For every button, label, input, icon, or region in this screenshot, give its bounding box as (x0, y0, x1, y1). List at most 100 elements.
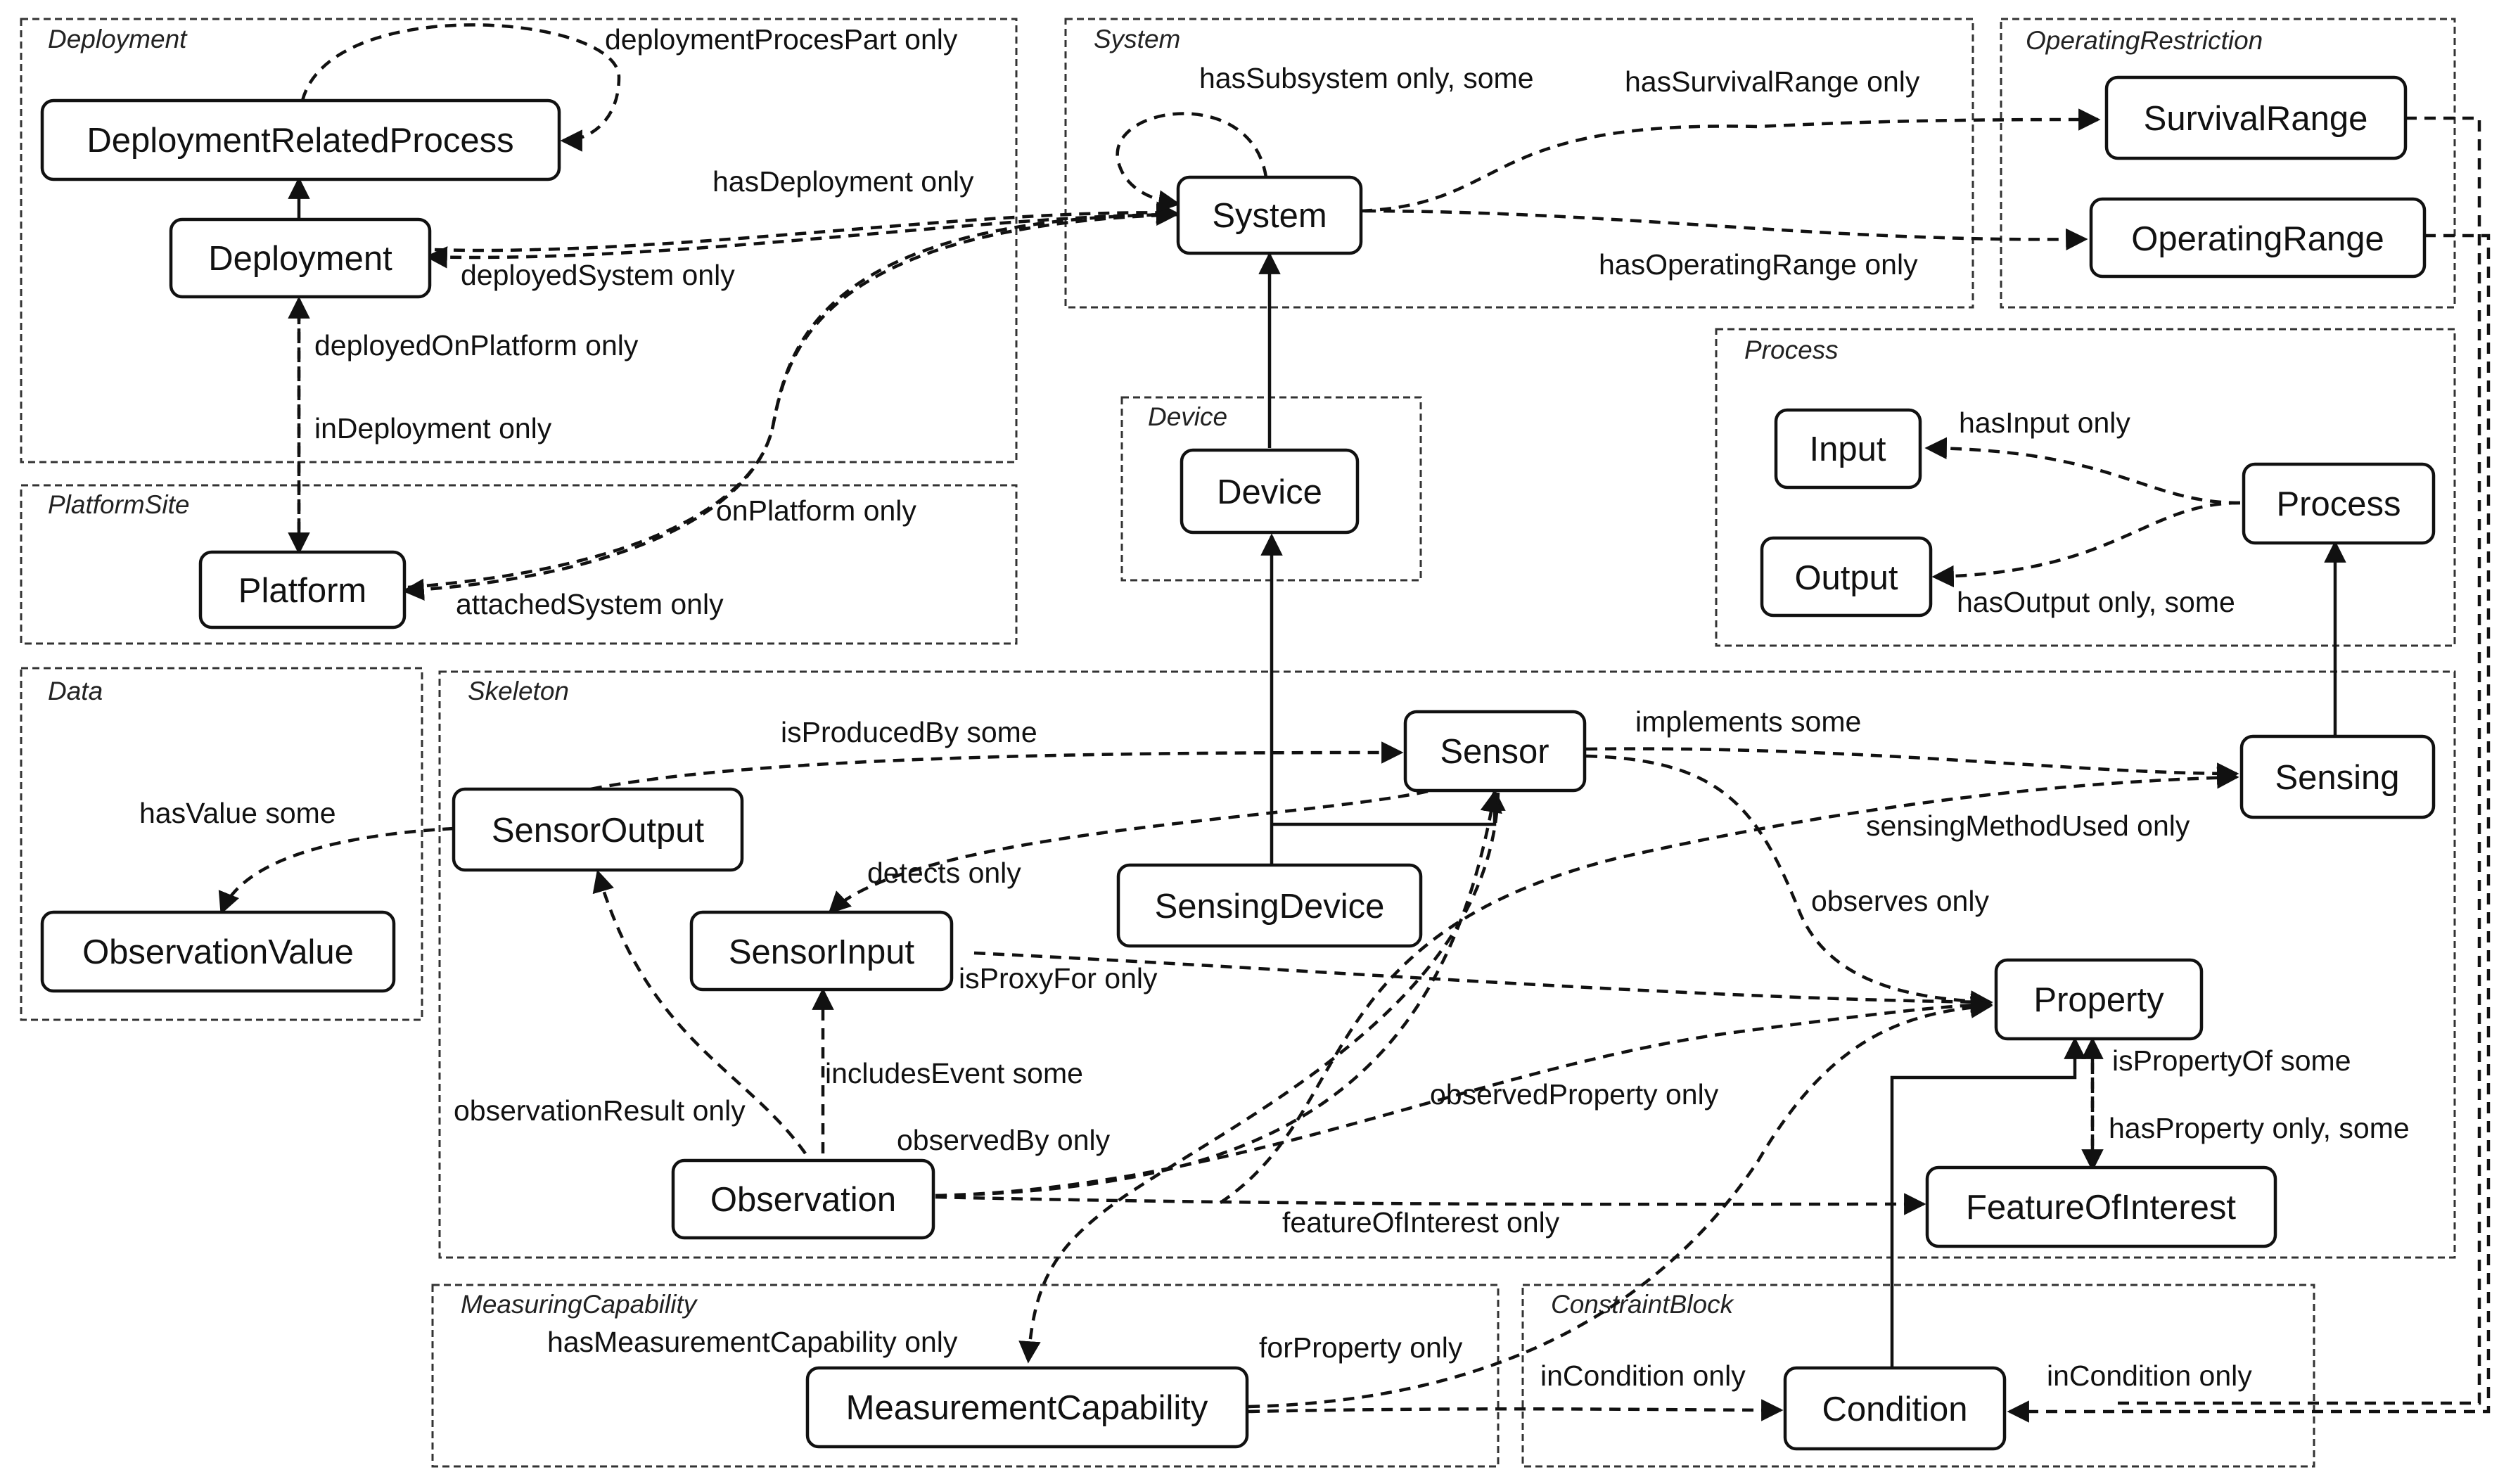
node-survival-range: SurvivalRange (2104, 75, 2408, 160)
node-system: System (1176, 175, 1363, 255)
node-label: FeatureOfInterest (1966, 1189, 2236, 1227)
node-deployment: Deployment (169, 217, 432, 299)
node-platform: Platform (198, 550, 407, 629)
module-title-process: Process (1744, 335, 1839, 364)
node-label: ObservationValue (82, 933, 354, 971)
class-nodes: DeploymentRelatedProcess Deployment Plat… (40, 75, 2436, 1451)
label-observed-by: observedBy only (897, 1124, 1111, 1156)
node-observation: Observation (671, 1158, 935, 1240)
edge-deployment-proces-part (300, 23, 621, 152)
edge-sensing-method-used (1219, 767, 2239, 1204)
label-on-platform: onPlatform only (716, 494, 916, 527)
label-has-measurement-capability: hasMeasurementCapability only (547, 1326, 958, 1358)
label-includes-event: includesEvent some (825, 1057, 1083, 1089)
module-measuring-capability (431, 1284, 1500, 1468)
edge-on-platform (407, 203, 1179, 589)
module-platform-site (20, 484, 1018, 645)
node-condition: Condition (1783, 1366, 2007, 1451)
node-sensor-input: SensorInput (689, 910, 954, 992)
node-sensor-output: SensorOutput (452, 787, 744, 872)
node-measurement-capability: MeasurementCapability (805, 1366, 1249, 1449)
node-label: Property (2033, 981, 2164, 1019)
label-has-survival-range: hasSurvivalRange only (1625, 65, 1920, 98)
label-sensing-method-used: sensingMethodUsed only (1866, 810, 2190, 842)
node-label: Condition (1822, 1390, 1967, 1428)
label-deployed-on-platform: deployedOnPlatform only (314, 329, 639, 362)
node-label: Sensing (2275, 759, 2399, 797)
label-for-property: forProperty only (1259, 1331, 1463, 1364)
edge-is-produced-by (590, 741, 1404, 791)
label-attached-system: attachedSystem only (456, 588, 724, 620)
edge-has-output (1931, 501, 2241, 588)
edge-operating-range-in-condition (2007, 234, 2491, 1423)
node-process: Process (2242, 462, 2436, 545)
label-observed-property: observedProperty only (1430, 1078, 1719, 1111)
module-title-deployment: Deployment (48, 25, 188, 53)
node-deployment-related-process: DeploymentRelatedProcess (40, 98, 561, 181)
module-skeleton (438, 670, 2456, 1259)
edge-detects (828, 789, 1429, 914)
node-label: SensorInput (729, 933, 915, 971)
node-sensing-device: SensingDevice (1116, 863, 1423, 948)
edge-observed-property (935, 993, 1993, 1198)
edge-labels: deploymentProcesPart only hasDeployment … (139, 23, 2410, 1392)
module-title-data: Data (48, 677, 103, 705)
node-input: Input (1774, 408, 1922, 490)
module-title-skeleton: Skeleton (468, 677, 569, 705)
node-operating-range: OperatingRange (2089, 197, 2427, 279)
edge-for-property (1248, 996, 1993, 1409)
label-has-deployment: hasDeployment only (712, 165, 974, 198)
label-in-condition-right: inCondition only (2047, 1360, 2252, 1392)
label-has-output: hasOutput only, some (1957, 586, 2235, 618)
module-titles: Deployment PlatformSite Data System Devi… (48, 25, 2263, 1319)
node-sensing: Sensing (2239, 734, 2436, 819)
module-process (1715, 328, 2456, 647)
node-device: Device (1180, 448, 1360, 535)
edge-feature-of-interest (935, 1193, 1926, 1215)
edge-observed-by (935, 790, 1502, 1198)
edge-implements (1585, 747, 2239, 785)
edge-in-condition-left (1248, 1399, 1784, 1421)
module-title-measuring-capability: MeasuringCapability (461, 1290, 698, 1319)
label-observes: observes only (1811, 885, 1989, 917)
label-deployment-proces-part: deploymentProcesPart only (605, 23, 958, 56)
edge-has-subsystem (1116, 112, 1268, 212)
node-label: MeasurementCapability (846, 1389, 1208, 1427)
label-has-operating-range: hasOperatingRange only (1599, 248, 1918, 281)
node-label: SensorOutput (492, 812, 705, 850)
module-boxes (20, 18, 2456, 1468)
label-has-value: hasValue some (139, 797, 336, 829)
node-label: DeploymentRelatedProcess (87, 122, 513, 160)
edge-has-operating-range (1364, 209, 2088, 251)
label-detects: detects only (867, 857, 1021, 889)
label-is-produced-by: isProducedBy some (781, 716, 1037, 748)
node-label: SensingDevice (1155, 888, 1385, 926)
label-has-input: hasInput only (1959, 407, 2130, 439)
module-title-constraint-block: ConstraintBlock (1551, 1290, 1735, 1319)
edges (218, 23, 2491, 1423)
node-observation-value: ObservationValue (40, 910, 396, 993)
node-label: SurvivalRange (2144, 100, 2368, 138)
node-label: System (1212, 197, 1327, 235)
label-feature-of-interest: featureOfInterest only (1282, 1206, 1560, 1239)
edge-has-value (218, 826, 454, 915)
module-title-platform-site: PlatformSite (48, 490, 190, 519)
edge-observation-result (592, 869, 807, 1155)
edge-has-measurement-capability (1018, 792, 1500, 1364)
node-label: OperatingRange (2131, 220, 2384, 258)
module-constraint-block (1521, 1284, 2315, 1468)
node-sensor: Sensor (1403, 710, 1587, 793)
edge-has-deployment (434, 201, 1179, 252)
edge-has-survival-range (1360, 108, 2101, 213)
label-deployed-system: deployedSystem only (461, 259, 735, 291)
module-system (1064, 18, 1974, 309)
edge-survival-range-in-condition (2117, 116, 2481, 1405)
module-title-device: Device (1148, 402, 1227, 431)
label-has-property: hasProperty only, some (2109, 1112, 2410, 1144)
module-data (20, 667, 423, 1021)
node-label: Output (1794, 559, 1898, 597)
node-label: Device (1217, 473, 1322, 511)
edge-observes (1585, 754, 1993, 1013)
label-has-subsystem: hasSubsystem only, some (1199, 62, 1534, 94)
